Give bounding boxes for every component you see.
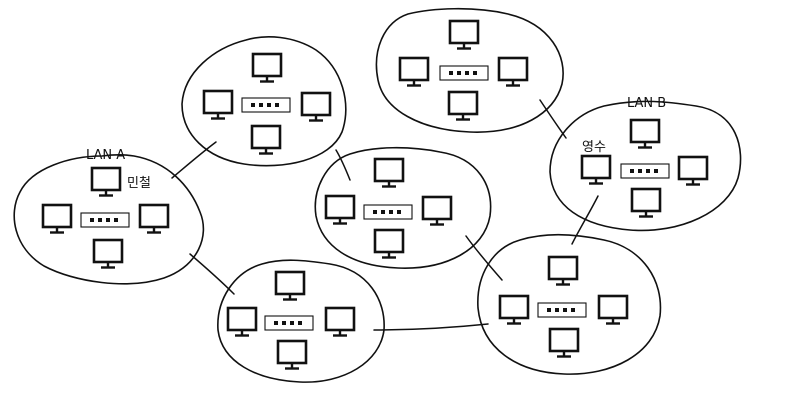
lan-b-label: LAN B [627, 96, 666, 111]
computer-icon [138, 203, 170, 234]
network-boundary-net-bottom-left [217, 259, 385, 383]
computer-icon [300, 91, 332, 122]
computer-icon [447, 90, 479, 121]
network-boundary-lan-a [13, 154, 205, 285]
link-net-top-right-lan-b [539, 99, 567, 139]
switch-icon [264, 315, 314, 331]
computer-icon [92, 238, 124, 269]
network-center [324, 157, 453, 259]
computer-icon [324, 306, 356, 337]
link-net-top-left-net-center [335, 149, 351, 181]
computer-icon [597, 294, 629, 325]
network-boundary-lan-b [549, 100, 742, 232]
computer-icon [547, 255, 579, 286]
network-boundary-net-center [314, 146, 492, 269]
host-label-lan-b: 영수 [582, 140, 606, 155]
computer-icon [630, 187, 662, 218]
computer-icon [373, 228, 405, 259]
computer-icon [580, 154, 612, 185]
computer-icon [548, 327, 580, 358]
network-top-right [398, 19, 529, 121]
computer-icon [226, 306, 258, 337]
network-bottom-right [498, 255, 629, 358]
switch-icon [537, 302, 587, 318]
network-bottom-left [226, 270, 356, 370]
computer-icon [373, 157, 405, 188]
link-net-bottom-left-net-bottom-right [373, 323, 489, 331]
switch-icon [620, 163, 670, 179]
switch-icon [241, 97, 291, 113]
computer-icon [398, 56, 430, 87]
computer-icon [677, 155, 709, 186]
computer-icon [251, 52, 283, 83]
network-boundary-net-top-left [181, 36, 347, 167]
computer-icon [202, 89, 234, 120]
link-net-bottom-right-lan-b [571, 195, 599, 245]
link-lan-a-net-top-left [171, 141, 217, 179]
computer-icon [498, 294, 530, 325]
computer-icon [497, 56, 529, 87]
network-boundary-net-top-right [375, 7, 564, 133]
switch-icon [80, 212, 130, 228]
switch-icon [363, 204, 413, 220]
computer-icon [274, 270, 306, 301]
computer-icon [41, 203, 73, 234]
switch-icon [439, 65, 489, 81]
lan-a-label: LAN A [86, 148, 125, 163]
computer-icon [448, 19, 480, 50]
link-lan-a-net-bottom-left [189, 253, 235, 295]
computer-icon [276, 339, 308, 370]
computer-icon [629, 118, 661, 149]
network-boundary-net-bottom-right [477, 233, 662, 375]
computer-icon [90, 166, 122, 197]
computer-icon [250, 124, 282, 155]
computer-icon [421, 195, 453, 226]
network-lan-b [580, 118, 709, 218]
host-label-lan-a: 민철 [127, 176, 151, 191]
network-top-left [202, 52, 332, 155]
computer-icon [324, 194, 356, 225]
link-net-center-net-bottom-right [465, 235, 503, 281]
